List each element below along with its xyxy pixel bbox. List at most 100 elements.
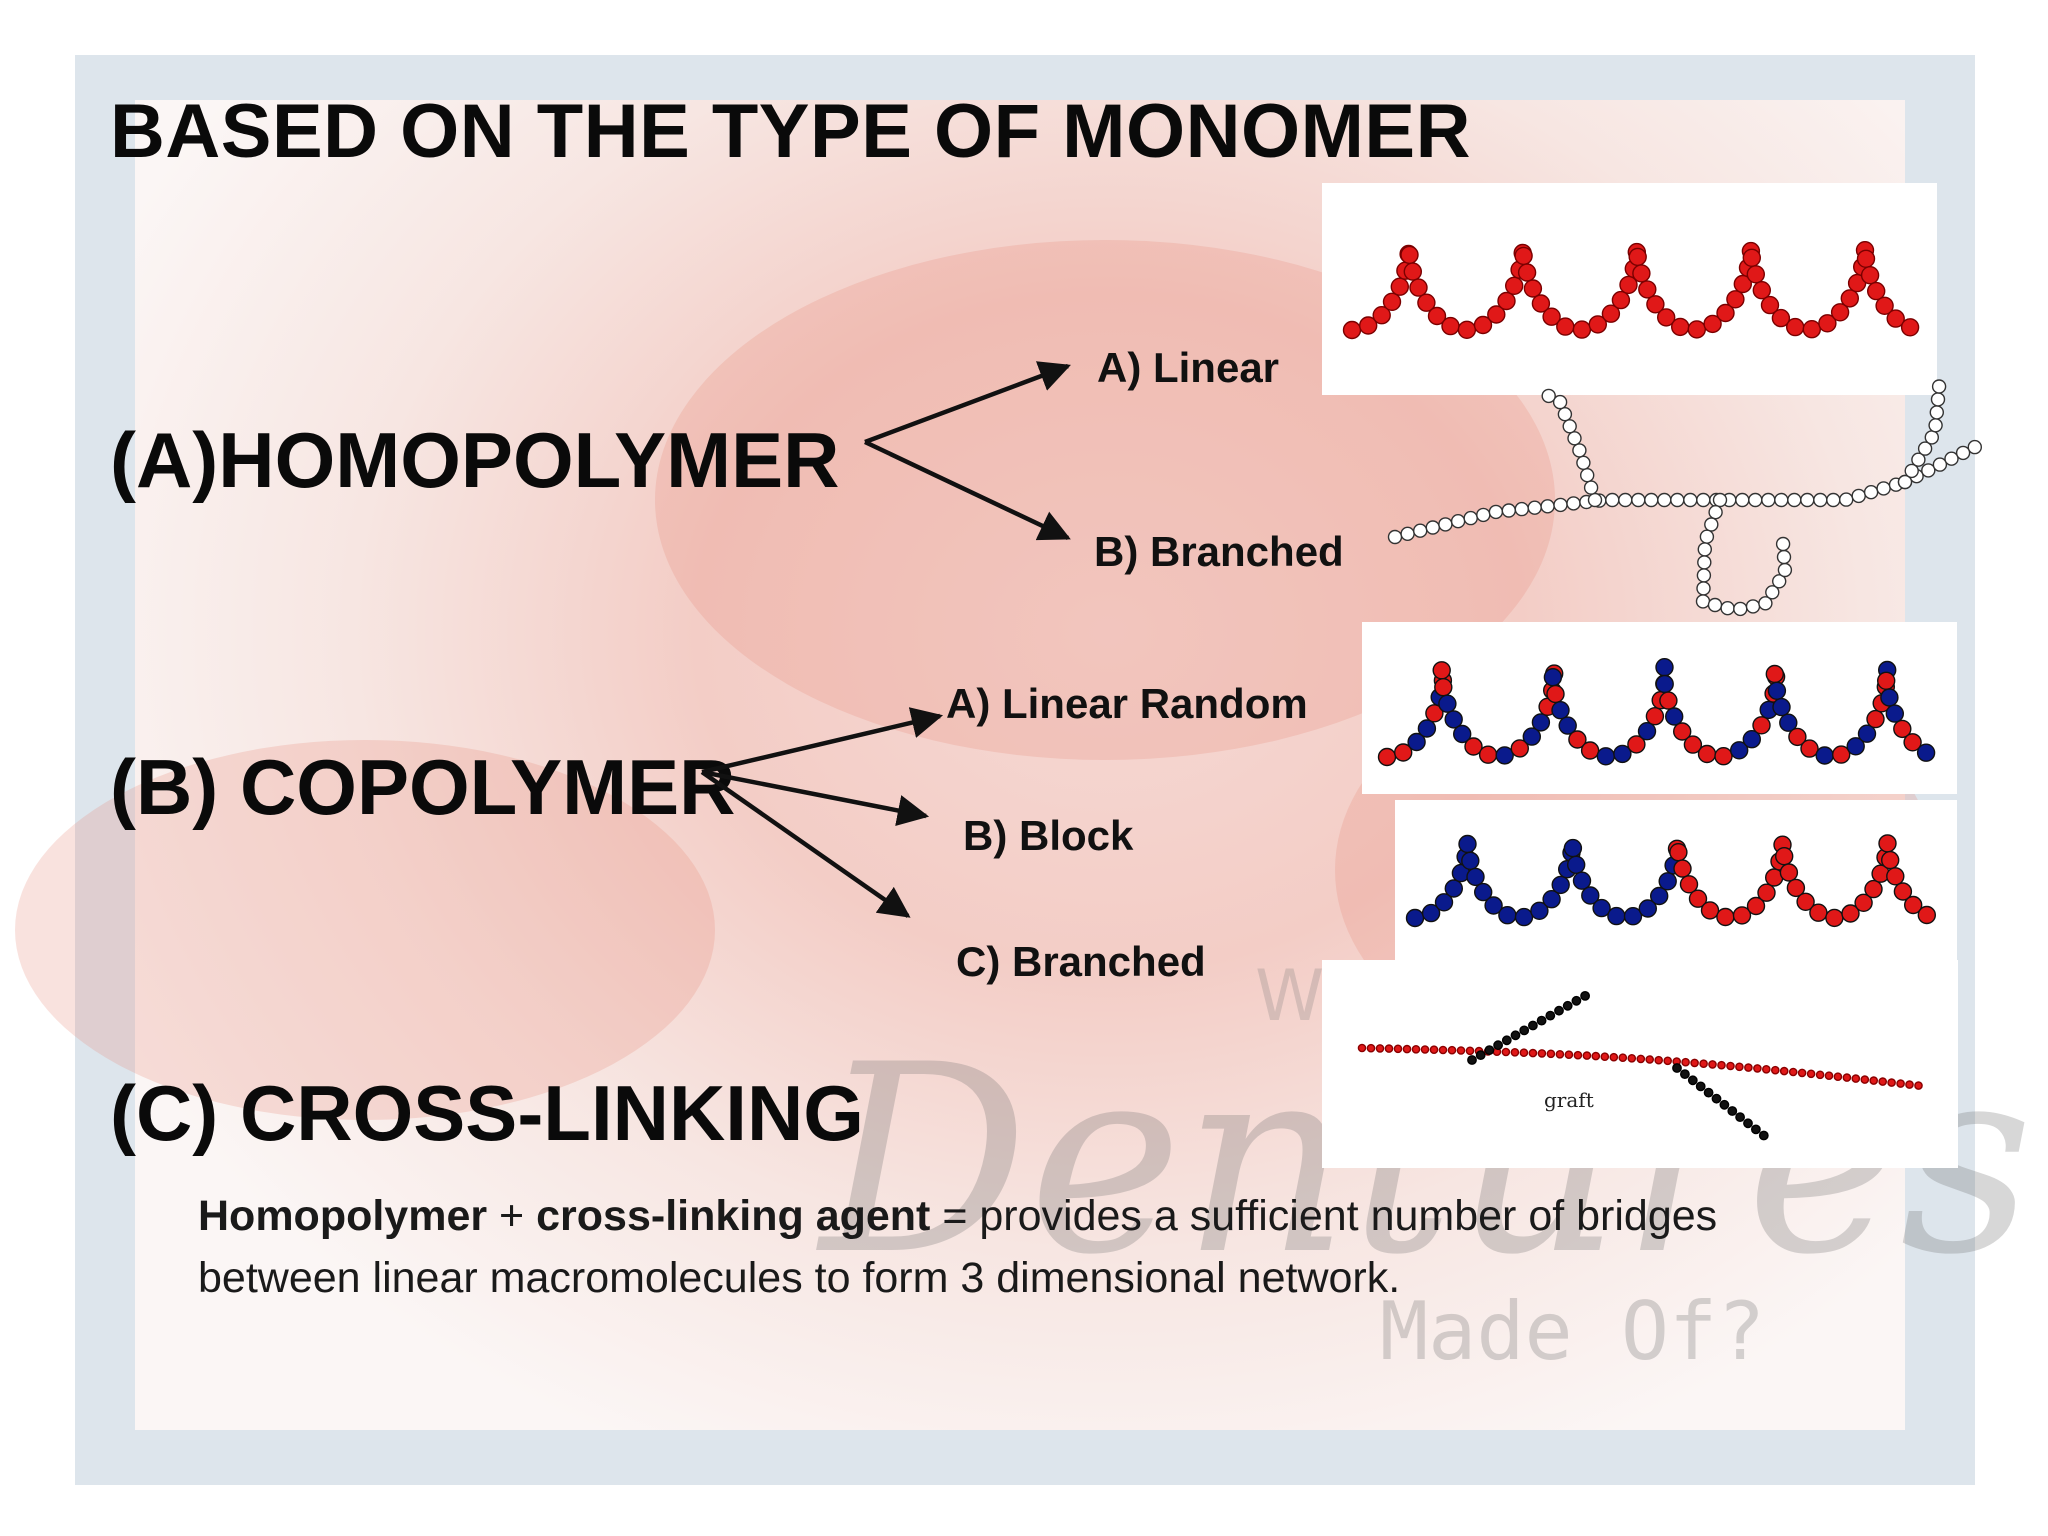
block-bead (1434, 893, 1454, 912)
white-bead (1944, 451, 1959, 466)
copolymer-bead (1478, 745, 1498, 764)
white-bead (1683, 492, 1698, 508)
red-bead (1818, 314, 1837, 333)
white-bead (1387, 529, 1403, 545)
random-chain-svg (1377, 658, 1936, 767)
graft-backbone-bead (1465, 1046, 1475, 1056)
graft-branch-bead (1571, 995, 1582, 1006)
white-bead (1708, 504, 1723, 520)
block-bead (1461, 851, 1480, 870)
graft-backbone-bead (1726, 1061, 1735, 1071)
block-bead (1458, 834, 1477, 854)
copolymer-bead (1495, 746, 1514, 765)
block-bead (1607, 906, 1626, 926)
block-bead (1650, 886, 1669, 906)
white-bead (1776, 549, 1792, 565)
graft-backbone-bead (1797, 1068, 1807, 1078)
copolymer-bead (1596, 747, 1616, 766)
cross-linking-heading: (C) CROSS-LINKING (110, 1068, 864, 1159)
copolymer-bead (1531, 713, 1551, 732)
graft-backbone-bead (1510, 1048, 1520, 1057)
copolymer-bead (1627, 735, 1646, 754)
white-bead (1579, 467, 1595, 483)
white-bead (1501, 503, 1517, 518)
white-bead (1929, 405, 1944, 420)
red-bead (1359, 316, 1378, 335)
graft-backbone-bead (1842, 1073, 1852, 1082)
white-bead (1583, 480, 1599, 495)
graft-branch-bead (1562, 1000, 1573, 1011)
branched-homopolymer-image (1345, 372, 1985, 622)
block-bead (1592, 898, 1611, 918)
white-bead (1967, 439, 1982, 455)
white-bead (1670, 492, 1685, 508)
red-bead (1487, 305, 1506, 324)
graft-backbone-bead (1636, 1054, 1646, 1064)
red-bead (1390, 277, 1410, 296)
red-bead (1638, 280, 1657, 299)
white-bead (1567, 431, 1582, 446)
block-bead (1623, 906, 1643, 926)
graft-branch-bead (1554, 1005, 1564, 1016)
copolymer-bead (1673, 722, 1692, 741)
white-bead (1745, 599, 1761, 614)
white-bead (1712, 492, 1728, 508)
block-bead (1825, 908, 1844, 928)
graft-branch-bead (1679, 1069, 1690, 1080)
graft-backbone-bead (1806, 1069, 1816, 1079)
white-bead (1748, 492, 1763, 508)
white-bead (1412, 523, 1428, 538)
graft-backbone-bead (1402, 1044, 1412, 1054)
copolymer-bead (1438, 694, 1457, 713)
block-bead (1917, 905, 1936, 925)
block-bead (1700, 901, 1720, 920)
graft-backbone-bead (1690, 1058, 1699, 1068)
block-bead (1498, 905, 1517, 925)
graft-backbone-bead (1555, 1050, 1565, 1059)
label-homo-linear: A) Linear (1097, 344, 1280, 391)
cross-linking-name: CROSS-LINKING (239, 1069, 864, 1157)
red-bead (1771, 308, 1791, 328)
white-bead (1826, 492, 1841, 508)
copolymer-bead (1665, 707, 1684, 726)
red-bead (1830, 303, 1850, 322)
graft-copolymer-image: graft (1322, 960, 1958, 1168)
block-bead (1405, 908, 1425, 928)
white-bead (1566, 496, 1581, 511)
white-bead (1631, 492, 1646, 508)
graft-branch-bead (1501, 1035, 1512, 1046)
red-bead (1786, 317, 1805, 337)
arrow-homo-linear (864, 361, 1071, 445)
label-homo-branched: B) Branched (1094, 528, 1344, 575)
graft-branch-bead (1711, 1093, 1722, 1104)
red-bead (1716, 303, 1735, 323)
white-bead (1928, 418, 1943, 433)
block-bead (1796, 892, 1815, 912)
red-bead (1875, 296, 1894, 316)
white-bead (1699, 529, 1715, 544)
graft-branch-bead (1758, 1130, 1769, 1141)
graft-backbone-bead (1815, 1070, 1825, 1080)
block-bead (1886, 867, 1905, 886)
graft-backbone-bead (1627, 1054, 1637, 1063)
block-bead (1638, 899, 1658, 918)
red-bead (1726, 290, 1745, 309)
red-bead (1867, 281, 1886, 301)
arrow-co-branched (700, 770, 911, 918)
block-bead (1775, 847, 1794, 866)
block-bead (1658, 872, 1677, 891)
copolymer-bead (1916, 743, 1936, 762)
graft-backbone-bead (1429, 1045, 1439, 1054)
graft-backbone-bead (1564, 1050, 1574, 1059)
graft-branch-bead (1493, 1040, 1504, 1051)
white-bead (1657, 492, 1672, 508)
red-bead (1703, 314, 1722, 334)
copolymer-bead (1464, 737, 1483, 756)
copolymer-bead (1714, 746, 1733, 766)
block-bead (1444, 879, 1463, 898)
copolymer-heading: (B) COPOLYMER (110, 742, 736, 833)
graft-chain-svg: graft (1357, 991, 1923, 1141)
white-bead (1758, 596, 1773, 611)
